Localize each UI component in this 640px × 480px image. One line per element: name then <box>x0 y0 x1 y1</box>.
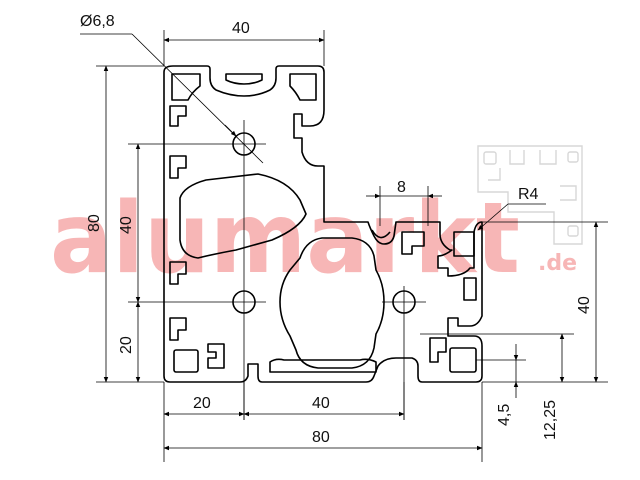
dim-left-total-height: 80 <box>86 214 103 232</box>
dim-bottom-left: 20 <box>193 395 211 412</box>
dim-right-height: 40 <box>576 296 593 314</box>
watermark-suffix: .de <box>538 251 577 276</box>
dim-right-small: 4,5 <box>496 404 513 426</box>
dimension-lines <box>80 33 599 451</box>
profile-thumbnail <box>477 145 583 245</box>
dim-bore-diameter: Ø6,8 <box>80 13 115 30</box>
dim-left-upper-height: 40 <box>118 216 135 234</box>
dim-corner-radius: R4 <box>518 186 539 203</box>
dim-bottom-middle: 40 <box>312 395 330 412</box>
dim-bottom-total: 80 <box>312 429 330 446</box>
dim-right-medium: 12,25 <box>542 400 559 440</box>
dim-top-width: 40 <box>232 20 250 37</box>
dim-slot-width: 8 <box>397 179 406 196</box>
profile-outline <box>163 65 483 383</box>
dim-left-lower-height: 20 <box>118 336 135 354</box>
